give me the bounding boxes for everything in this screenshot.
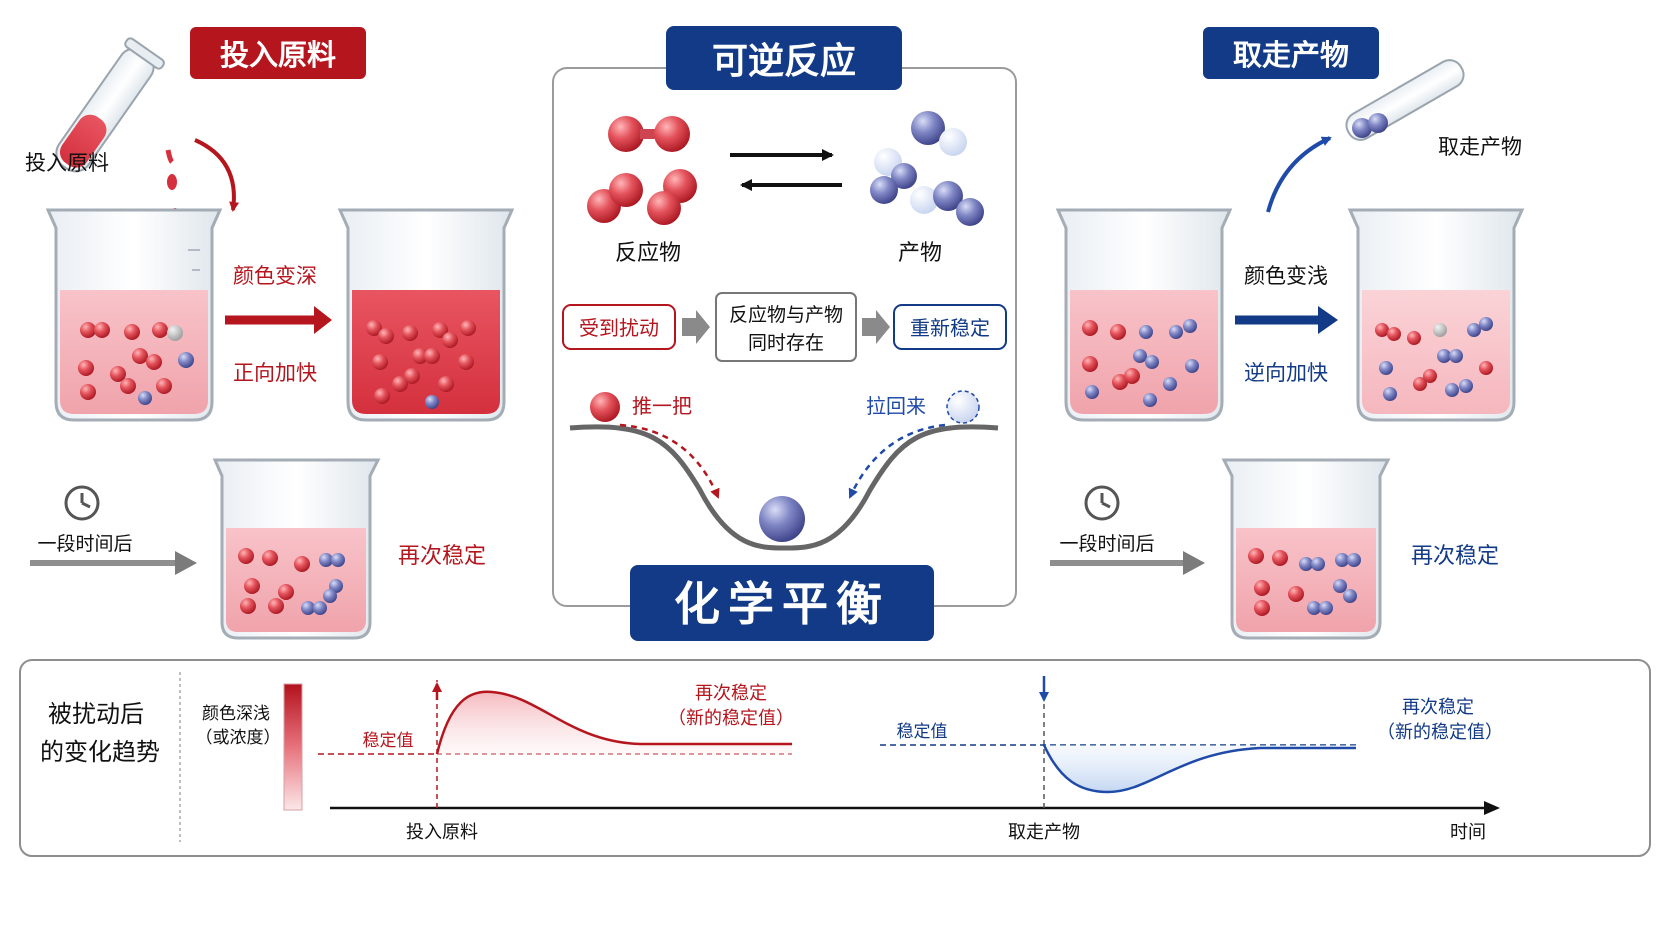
left-change-top: 颜色变深: [233, 264, 317, 288]
result-left-line2: （新的稳定值）: [668, 708, 794, 729]
beaker-icon: [1221, 458, 1391, 640]
x-tick-2: 取走产物: [1008, 822, 1080, 843]
curve-arrow: [1266, 136, 1332, 213]
right-banner-text: 取走产物: [1233, 38, 1349, 72]
flow-step-2-line1: 反应物与产物: [729, 304, 843, 326]
pull-arrow: [848, 423, 946, 499]
right-tube-label: 取走产物: [1438, 135, 1522, 159]
energy-well: [569, 424, 999, 551]
x-tick-1: 投入原料: [406, 822, 478, 843]
beaker-icon: [1055, 208, 1233, 422]
x-axis-arrow: [1484, 801, 1500, 815]
reactant-label: 反应物: [615, 241, 681, 266]
right-change-bottom: 逆向加快: [1244, 361, 1328, 385]
pale-ball: [946, 390, 980, 424]
curve-arrow: [194, 138, 240, 212]
stable-right-label: 稳定值: [897, 722, 948, 742]
center-footer-text: 化学平衡: [674, 577, 890, 631]
trend-title-line2: 的变化趋势: [40, 738, 160, 766]
drop: [167, 174, 177, 190]
right-banner: [1203, 27, 1379, 79]
product-label: 产物: [898, 241, 942, 266]
clock-icon: [1084, 485, 1120, 521]
left-result: 再次稳定: [398, 544, 486, 569]
arrow-right-icon: [862, 310, 890, 344]
arrow-right-icon: [682, 310, 710, 344]
left-banner-text: 投入原料: [220, 38, 336, 72]
trend-frame: [19, 659, 1651, 857]
beaker-icon: [1347, 208, 1525, 422]
red-ball: [590, 392, 620, 422]
molecule-icon: [366, 320, 476, 409]
flow-step-restabilize: [893, 304, 1007, 350]
flow-step-disturbed: [562, 304, 676, 350]
flow-step-2-line2: 同时存在: [748, 332, 824, 354]
right-result: 再次稳定: [1411, 544, 1499, 569]
push-label: 推一把: [632, 394, 692, 418]
left-time-label: 一段时间后: [37, 533, 132, 555]
result-right-line2: （新的稳定值）: [1377, 722, 1503, 743]
trend-area-right: [1044, 745, 1356, 792]
right-column: 取走产物 取走产物 颜色变浅 逆向加快: [1050, 27, 1525, 640]
clock-icon: [64, 485, 100, 521]
flow-step-1: 受到扰动: [579, 316, 659, 340]
left-change-bottom: 正向加快: [233, 361, 317, 385]
trend-area-left: [437, 691, 792, 754]
molecule-icon: [1375, 317, 1493, 401]
molecule-icon: [238, 548, 345, 615]
x-axis-label: 时间: [1450, 822, 1486, 843]
result-left-line1: 再次稳定: [695, 683, 767, 704]
trend-title-line1: 被扰动后: [48, 700, 144, 728]
test-tube-icon: [55, 37, 165, 173]
right-time-label: 一段时间后: [1059, 533, 1154, 555]
color-scale-bar: [283, 683, 303, 811]
equilibrium-ball: [759, 496, 805, 542]
molecule-icon: [1248, 548, 1361, 616]
molecule-icon: [78, 322, 194, 405]
left-banner: [190, 27, 366, 79]
molecule-icon: [1082, 319, 1199, 407]
center-panel: 可逆反应 反应物 产物 受到扰动 反应物与产物 同时存在 重新稳定: [552, 26, 1017, 641]
trend-panel: 被扰动后 的变化趋势 颜色深浅 （或浓度） 稳定值 再次稳定 （新的稳定值） 稳…: [19, 659, 1651, 857]
axis-label-line2: （或浓度）: [196, 728, 281, 748]
reactant-molecules: [587, 116, 697, 225]
flow-step-3: 重新稳定: [910, 316, 990, 340]
right-change-top: 颜色变浅: [1244, 264, 1328, 288]
beaker-icon: [337, 208, 515, 422]
push-arrow: [619, 423, 720, 499]
left-column: 投入原料 投入原料: [25, 27, 515, 640]
trend-curve-right: [1042, 744, 1356, 794]
center-banner: [666, 26, 902, 90]
result-right-line1: 再次稳定: [1402, 697, 1474, 718]
trend-curve-left: [435, 690, 792, 755]
center-banner-text: 可逆反应: [712, 41, 856, 82]
beaker-icon: [212, 458, 381, 640]
stable-left-label: 稳定值: [363, 731, 414, 751]
flow-step-coexist: [715, 292, 857, 362]
product-molecules: [870, 111, 984, 226]
axis-label-line1: 颜色深浅: [202, 704, 270, 724]
pull-label: 拉回来: [866, 394, 926, 418]
left-tube-label: 投入原料: [25, 151, 109, 175]
center-footer-banner: [630, 565, 934, 641]
